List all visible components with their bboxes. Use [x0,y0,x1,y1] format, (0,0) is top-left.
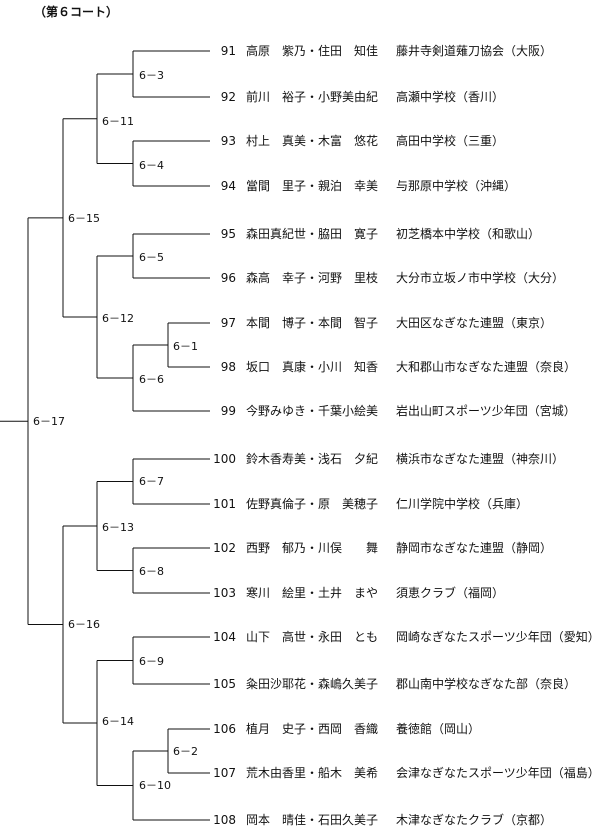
entry-row: 101 佐野真倫子・原 美穂子 仁川学院中学校（兵庫） [212,495,528,513]
match-label-m3: 6－3 [139,69,164,82]
entry-row: 94 當間 里子・親泊 幸美 与那原中学校（沖縄） [212,177,516,195]
entry-number: 104 [213,630,236,644]
entry-club: 須恵クラブ（福岡） [396,586,505,600]
entry-row: 93 村上 真美・木富 悠花 高田中学校（三重） [212,132,504,150]
entry-club: 横浜市なぎなた連盟（神奈川） [396,452,565,466]
entry-row: 95 森田真紀世・脇田 寛子 初芝橋本中学校（和歌山） [212,225,540,243]
entry-players: 今野みゆき・千葉小絵美 [246,404,379,418]
entry-players: 西野 郁乃・川俣 舞 [246,541,379,555]
entry-players: 當間 里子・親泊 幸美 [246,179,379,193]
match-label-m6: 6－6 [139,373,164,386]
entry-number: 93 [220,134,236,148]
entry-players: 坂口 真康・小川 知香 [246,360,379,374]
entry-number: 98 [220,360,236,374]
entry-club: 養徳館（岡山） [396,722,481,736]
match-label-m8: 6－8 [139,565,164,578]
match-label-m11: 6－11 [102,115,134,128]
entry-players: 荒木由香里・船木 美希 [246,766,379,780]
entry-number: 102 [213,541,236,555]
entry-row: 105 粂田沙耶花・森嶋久美子 郡山南中学校なぎなた部（奈良） [212,675,576,693]
entry-number: 100 [213,452,236,466]
match-label-m5: 6－5 [139,251,164,264]
entry-number: 96 [220,271,236,285]
entry-club: 高田中学校（三重） [396,134,505,148]
entry-players: 森高 幸子・河野 里枝 [246,271,379,285]
match-label-m14: 6－14 [102,715,134,728]
match-label-m16: 6－16 [68,618,100,631]
entry-row: 104 山下 高世・永田 とも 岡崎なぎなたスポーツ少年団（愛知） [212,628,600,646]
entry-players: 山下 高世・永田 とも [246,630,379,644]
entry-club: 大和郡山市なぎなた連盟（奈良） [396,360,577,374]
entry-row: 99 今野みゆき・千葉小絵美 岩出山町スポーツ少年団（宮城） [212,402,576,420]
entry-club: 木津なぎなたクラブ（京都） [396,813,553,827]
entry-players: 鈴木香寿美・浅石 夕紀 [246,452,379,466]
entry-club: 大分市立坂ノ市中学校（大分） [396,271,565,285]
match-label-m9: 6－9 [139,655,164,668]
entry-number: 103 [213,586,236,600]
entry-players: 粂田沙耶花・森嶋久美子 [246,677,379,691]
entry-number: 95 [220,227,236,241]
entry-row: 91 高原 紫乃・住田 知佳 藤井寺剣道薙刀協会（大阪） [212,42,552,60]
entry-row: 106 植月 史子・西岡 香織 養徳館（岡山） [212,720,480,738]
entry-players: 植月 史子・西岡 香織 [246,722,379,736]
entry-row: 96 森高 幸子・河野 里枝 大分市立坂ノ市中学校（大分） [212,269,564,287]
entry-club: 仁川学院中学校（兵庫） [396,497,529,511]
entry-club: 高瀬中学校（香川） [396,90,505,104]
entry-players: 村上 真美・木富 悠花 [246,134,379,148]
entry-row: 100 鈴木香寿美・浅石 夕紀 横浜市なぎなた連盟（神奈川） [212,450,564,468]
entry-number: 101 [213,497,236,511]
entry-number: 105 [213,677,236,691]
match-label-m1: 6－1 [173,340,198,353]
entry-players: 岡本 晴佳・石田久美子 [246,813,379,827]
entry-number: 106 [213,722,236,736]
match-label-m12: 6－12 [102,312,134,325]
match-label-m17: 6－17 [33,415,65,428]
match-label-m13: 6－13 [102,521,134,534]
entry-club: 郡山南中学校なぎなた部（奈良） [396,677,577,691]
entry-number: 108 [213,813,236,827]
entry-row: 98 坂口 真康・小川 知香 大和郡山市なぎなた連盟（奈良） [212,358,576,376]
entry-row: 108 岡本 晴佳・石田久美子 木津なぎなたクラブ（京都） [212,811,552,829]
court-title: （第６コート） [34,5,119,19]
entry-club: 静岡市なぎなた連盟（静岡） [396,541,553,555]
entry-number: 107 [213,766,236,780]
entry-players: 前川 裕子・小野美由紀 [246,90,379,104]
entry-club: 初芝橋本中学校（和歌山） [396,227,541,241]
entry-players: 高原 紫乃・住田 知佳 [246,44,379,58]
entry-row: 97 本間 博子・本間 智子 大田区なぎなた連盟（東京） [212,314,552,332]
entry-number: 91 [220,44,236,58]
entry-number: 97 [220,316,236,330]
match-label-m7: 6－7 [139,475,164,488]
entry-players: 寒川 絵里・土井 まや [246,586,379,600]
entry-row: 102 西野 郁乃・川俣 舞 静岡市なぎなた連盟（静岡） [212,539,552,557]
match-label-m15: 6－15 [68,212,100,225]
entry-club: 岩出山町スポーツ少年団（宮城） [396,404,576,418]
entry-club: 岡崎なぎなたスポーツ少年団（愛知） [396,630,600,644]
entry-club: 大田区なぎなた連盟（東京） [396,316,553,330]
entry-number: 92 [220,90,236,104]
match-label-m10: 6－10 [139,779,171,792]
entry-players: 佐野真倫子・原 美穂子 [246,497,379,511]
entry-number: 94 [220,179,236,193]
entry-row: 107 荒木由香里・船木 美希 会津なぎなたスポーツ少年団（福島） [212,764,600,782]
entry-row: 103 寒川 絵里・土井 まや 須恵クラブ（福岡） [212,584,504,602]
entry-players: 本間 博子・本間 智子 [246,316,379,330]
entry-players: 森田真紀世・脇田 寛子 [246,227,379,241]
match-label-m4: 6－4 [139,159,164,172]
entry-row: 92 前川 裕子・小野美由紀 高瀬中学校（香川） [212,88,504,106]
entry-club: 与那原中学校（沖縄） [396,179,517,193]
entry-number: 99 [220,404,236,418]
match-label-m2: 6－2 [173,745,198,758]
entry-club: 藤井寺剣道薙刀協会（大阪） [396,44,553,58]
entry-club: 会津なぎなたスポーツ少年団（福島） [396,766,600,780]
